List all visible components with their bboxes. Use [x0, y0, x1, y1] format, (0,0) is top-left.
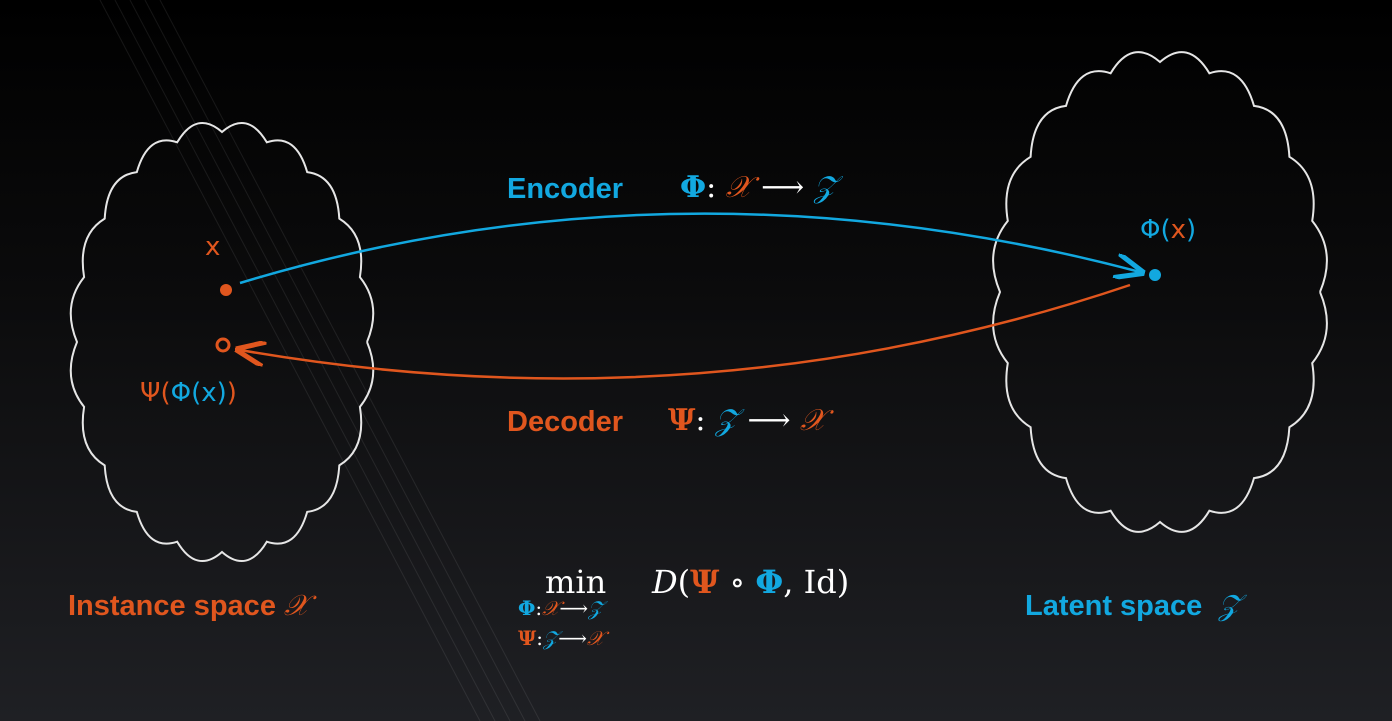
symbol: 𝒵	[1218, 588, 1241, 622]
arrow: ⟶	[559, 596, 589, 620]
label-text: Latent space	[1025, 590, 1203, 622]
decoder-signature: Ψ: 𝒵 ⟶ 𝒳	[668, 403, 826, 438]
phi: Φ	[518, 596, 536, 620]
encoder-signature: Φ: 𝒳 ⟶ 𝒵	[680, 170, 837, 205]
encoded-point-label: Φ(x)	[1140, 215, 1196, 245]
point-x-label: x	[205, 232, 221, 262]
colon: :	[536, 626, 544, 650]
light-streaks	[99, 0, 541, 721]
symbol: 𝒳	[284, 588, 309, 622]
phi-part: Φ(x)	[170, 378, 227, 408]
from: 𝒵	[543, 626, 559, 650]
phi: Φ	[755, 563, 784, 601]
colon: :	[695, 403, 706, 438]
compose: ∘	[719, 563, 756, 601]
psi: Ψ	[668, 403, 696, 438]
colon: :	[706, 170, 717, 205]
phi: Φ	[680, 170, 707, 205]
x-part: x	[1170, 215, 1186, 245]
objective-sub-encoder: Φ:𝒳⟶𝒵	[518, 596, 603, 620]
codomain: 𝒳	[800, 403, 826, 438]
arrow: ⟶	[558, 626, 587, 650]
point-reconstruction	[215, 337, 231, 353]
to: 𝒳	[586, 626, 605, 650]
objective-min: min	[545, 563, 607, 601]
instance-space-cloud	[69, 121, 375, 563]
decoder-arrow	[240, 283, 1131, 380]
encoder-arrow	[239, 212, 1140, 285]
instance-space-label: Instance space 𝒳	[68, 588, 309, 623]
point-x	[220, 284, 232, 296]
latent-space-cloud	[992, 51, 1328, 533]
phi-part: Φ(	[1140, 215, 1171, 245]
close-paren: )	[226, 378, 237, 408]
encoder-label: Encoder	[507, 173, 624, 205]
arrow: ⟶	[747, 403, 791, 438]
from: 𝒳	[542, 596, 560, 620]
colon: :	[535, 596, 543, 620]
rest: , Id)	[783, 563, 850, 601]
reconstruction-label: Ψ(Φ(x))	[140, 378, 237, 408]
to: 𝒵	[588, 596, 604, 620]
decoder-label: Decoder	[507, 406, 624, 438]
open: (	[677, 563, 691, 601]
domain: 𝒳	[725, 170, 752, 205]
psi: Ψ	[690, 563, 720, 601]
psi-part: Ψ(	[140, 378, 171, 408]
latent-space-label: Latent space 𝒵	[1025, 588, 1241, 623]
label-text: Instance space	[68, 590, 276, 622]
objective-sub-decoder: Ψ:𝒵⟶𝒳	[518, 626, 604, 650]
psi: Ψ	[518, 626, 537, 650]
objective-expression: D(Ψ ∘ Φ, Id)	[652, 563, 849, 601]
codomain: 𝒵	[813, 170, 837, 205]
domain: 𝒵	[715, 403, 738, 438]
point-encoded	[1149, 269, 1161, 281]
d: D	[652, 563, 678, 601]
arrow: ⟶	[761, 170, 805, 205]
close-paren: )	[1186, 215, 1197, 245]
